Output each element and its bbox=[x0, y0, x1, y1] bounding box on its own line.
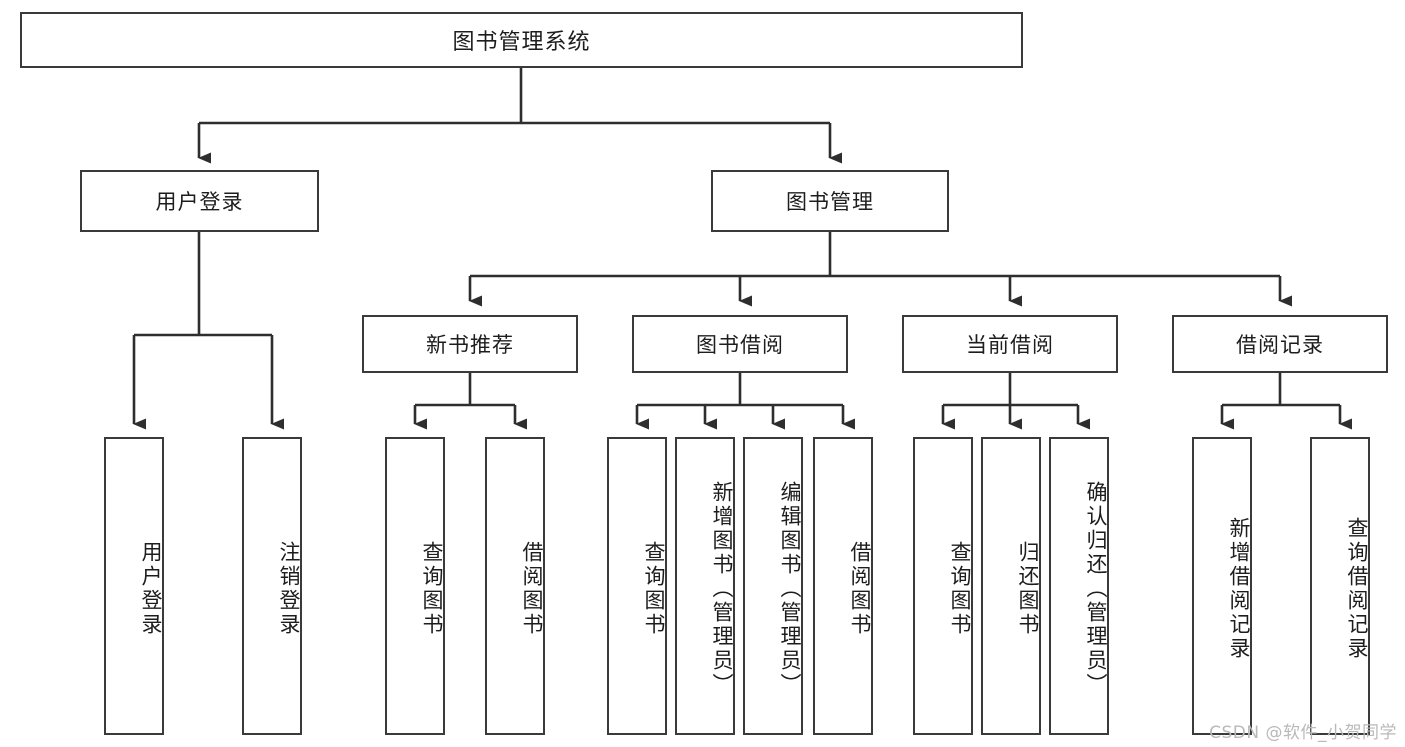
node-label: 编辑图书（管理员） bbox=[778, 481, 802, 697]
node-label: 查询图书 bbox=[948, 541, 972, 637]
leaf-book-borrow-edit-book-admin[interactable]: 编辑图书（管理员） bbox=[743, 437, 803, 735]
leaf-user-login-logout[interactable]: 注销登录 bbox=[242, 437, 302, 735]
node-book-management[interactable]: 图书管理 bbox=[711, 170, 949, 232]
leaf-new-book-query-books[interactable]: 查询图书 bbox=[385, 437, 445, 735]
node-label: 图书管理 bbox=[786, 190, 874, 214]
leaf-current-borrow-return-books[interactable]: 归还图书 bbox=[981, 437, 1041, 735]
node-book-borrow[interactable]: 图书借阅 bbox=[632, 315, 848, 373]
node-label: 查询借阅记录 bbox=[1345, 517, 1369, 661]
leaf-book-borrow-add-book-admin[interactable]: 新增图书（管理员） bbox=[675, 437, 735, 735]
node-label: 查询图书 bbox=[642, 541, 666, 637]
node-root-library-system[interactable]: 图书管理系统 bbox=[20, 12, 1023, 68]
node-label: 借阅图书 bbox=[848, 541, 872, 637]
node-label: 借阅图书 bbox=[520, 541, 544, 637]
node-label: 注销登录 bbox=[277, 541, 301, 637]
node-label: 借阅记录 bbox=[1236, 333, 1324, 357]
leaf-current-borrow-confirm-return-admin[interactable]: 确认归还（管理员） bbox=[1049, 437, 1109, 735]
leaf-current-borrow-query-books[interactable]: 查询图书 bbox=[913, 437, 973, 735]
leaf-book-borrow-query-books[interactable]: 查询图书 bbox=[607, 437, 667, 735]
node-label: 归还图书 bbox=[1016, 541, 1040, 637]
node-new-book-recommend[interactable]: 新书推荐 bbox=[362, 315, 578, 373]
leaf-book-borrow-borrow-books[interactable]: 借阅图书 bbox=[813, 437, 873, 735]
node-label: 新书推荐 bbox=[426, 333, 514, 357]
node-label: 用户登录 bbox=[155, 190, 244, 214]
leaf-user-login-login[interactable]: 用户登录 bbox=[104, 437, 164, 735]
node-label: 确认归还（管理员） bbox=[1084, 481, 1108, 697]
leaf-borrow-record-add-record[interactable]: 新增借阅记录 bbox=[1192, 437, 1252, 735]
node-label: 图书管理系统 bbox=[452, 30, 591, 55]
node-current-borrow[interactable]: 当前借阅 bbox=[902, 315, 1118, 373]
leaf-new-book-borrow-books[interactable]: 借阅图书 bbox=[485, 437, 545, 735]
node-user-login[interactable]: 用户登录 bbox=[80, 170, 319, 232]
leaf-borrow-record-query-record[interactable]: 查询借阅记录 bbox=[1310, 437, 1370, 735]
node-label: 当前借阅 bbox=[966, 333, 1054, 357]
node-borrow-record[interactable]: 借阅记录 bbox=[1172, 315, 1388, 373]
watermark-csdn: CSDN @软件_小贺同学 bbox=[1209, 723, 1397, 743]
node-label: 新增借阅记录 bbox=[1227, 517, 1251, 661]
node-label: 查询图书 bbox=[420, 541, 444, 637]
node-label: 图书借阅 bbox=[696, 333, 784, 357]
node-label: 用户登录 bbox=[139, 541, 163, 637]
node-label: 新增图书（管理员） bbox=[710, 481, 734, 697]
